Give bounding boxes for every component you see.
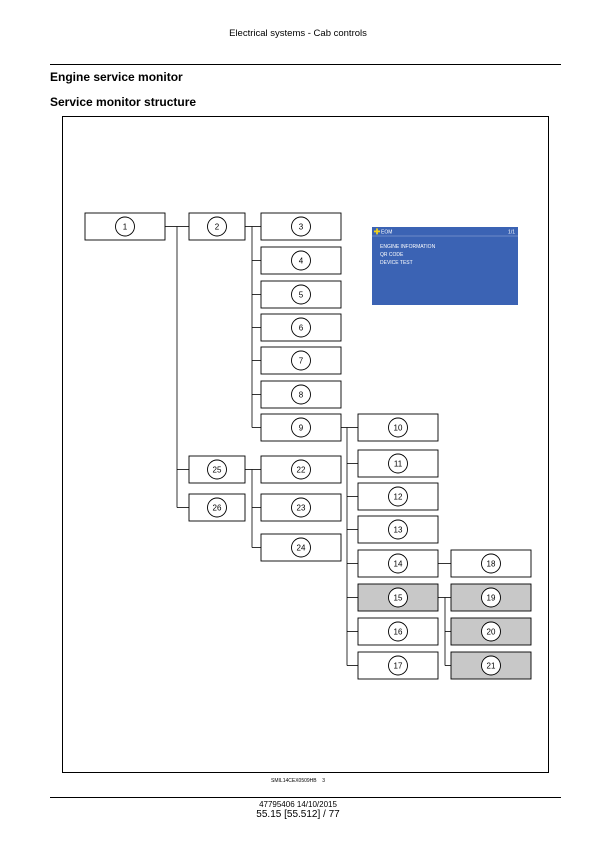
- node-11: 11: [357, 449, 439, 478]
- node-badge: [388, 519, 408, 540]
- node-badge: [388, 655, 408, 676]
- header-divider: [50, 64, 561, 65]
- node-13: 13: [357, 515, 439, 544]
- node-label: 8: [299, 391, 304, 400]
- figure-caption: SMIL14CEX0509HB 3: [0, 778, 596, 784]
- footer-doc-number: 47795406 14/10/2015: [259, 800, 337, 809]
- screen-menu-item: ENGINE INFORMATION: [380, 244, 436, 250]
- node-label: 23: [297, 504, 306, 513]
- subsection-title: Service monitor structure: [50, 95, 197, 109]
- node-17: 17: [357, 651, 439, 680]
- node-10: 10: [357, 413, 439, 442]
- node-label: 11: [394, 460, 403, 469]
- node-label: 2: [215, 223, 220, 232]
- screen-title: EOM: [381, 230, 392, 236]
- node-label: 7: [299, 357, 304, 366]
- node-label: 21: [487, 662, 496, 671]
- screen-menu-item: QR CODE: [380, 252, 404, 258]
- node-badge: [291, 350, 311, 371]
- node-label: 25: [213, 466, 222, 475]
- node-label: 14: [394, 560, 403, 569]
- section-title: Engine service monitor: [50, 70, 183, 84]
- wrench-icon: [374, 228, 380, 235]
- node-label: 22: [297, 466, 306, 475]
- node-badge: [388, 621, 408, 642]
- node-7: 7: [260, 346, 342, 375]
- node-26: 26: [188, 493, 246, 522]
- screen-page-indicator: 1/1: [508, 230, 515, 236]
- node-label: 13: [394, 526, 403, 535]
- node-label: 3: [299, 223, 304, 232]
- node-label: 16: [394, 628, 403, 637]
- node-label: 10: [394, 424, 403, 433]
- node-label: 4: [299, 257, 304, 266]
- node-label: 12: [394, 493, 403, 502]
- node-3: 3: [260, 212, 342, 241]
- node-badge: [291, 284, 311, 305]
- node-1: 1: [84, 212, 166, 241]
- node-label: 5: [299, 291, 304, 300]
- node-label: 26: [213, 504, 222, 513]
- node-8: 8: [260, 380, 342, 409]
- page-header-title: Electrical systems - Cab controls: [229, 28, 367, 39]
- node-22: 22: [260, 455, 342, 484]
- node-label: 6: [299, 324, 304, 333]
- node-25: 25: [188, 455, 246, 484]
- node-label: 20: [487, 628, 496, 637]
- node-2: 2: [188, 212, 246, 241]
- node-6: 6: [260, 313, 342, 342]
- node-badge: [291, 250, 311, 271]
- figure-caption-code: SMIL14CEX0509HB: [271, 778, 317, 784]
- node-label: 19: [487, 594, 496, 603]
- node-badge: [207, 216, 227, 237]
- node-badge: [388, 453, 408, 474]
- node-badge: [115, 216, 135, 237]
- node-23: 23: [260, 493, 342, 522]
- connector-lines: [165, 226, 451, 666]
- node-badge: [291, 497, 311, 518]
- node-badge: [291, 417, 311, 438]
- node-label: 24: [297, 544, 306, 553]
- node-label: 18: [487, 560, 496, 569]
- footer-divider: [50, 797, 561, 798]
- node-badge: [207, 497, 227, 518]
- node-label: 9: [299, 424, 304, 433]
- node-badge: [481, 655, 501, 676]
- node-5: 5: [260, 280, 342, 309]
- node-badge: [388, 553, 408, 574]
- node-badge: [207, 459, 227, 480]
- node-15: 15: [357, 583, 439, 612]
- node-18: 18: [450, 549, 532, 578]
- node-badge: [481, 587, 501, 608]
- screen-background: [372, 227, 518, 305]
- node-badge: [291, 459, 311, 480]
- node-16: 16: [357, 617, 439, 646]
- node-label: 15: [394, 594, 403, 603]
- node-14: 14: [357, 549, 439, 578]
- figure-number: 3: [322, 778, 325, 784]
- node-9: 9: [260, 413, 342, 442]
- footer-page-number: 55.15 [55.512] / 77: [256, 809, 340, 820]
- node-20: 20: [450, 617, 532, 646]
- node-badge: [481, 621, 501, 642]
- node-badge: [291, 384, 311, 405]
- node-label: 1: [123, 223, 128, 232]
- node-24: 24: [260, 533, 342, 562]
- node-badge: [388, 417, 408, 438]
- node-badge: [291, 317, 311, 338]
- node-badge: [291, 216, 311, 237]
- node-label: 17: [394, 662, 403, 671]
- screen-menu-item: DEVICE TEST: [380, 260, 413, 266]
- node-4: 4: [260, 246, 342, 275]
- node-badge: [388, 486, 408, 507]
- node-badge: [291, 537, 311, 558]
- node-12: 12: [357, 482, 439, 511]
- node-19: 19: [450, 583, 532, 612]
- node-21: 21: [450, 651, 532, 680]
- node-badge: [481, 553, 501, 574]
- node-badge: [388, 587, 408, 608]
